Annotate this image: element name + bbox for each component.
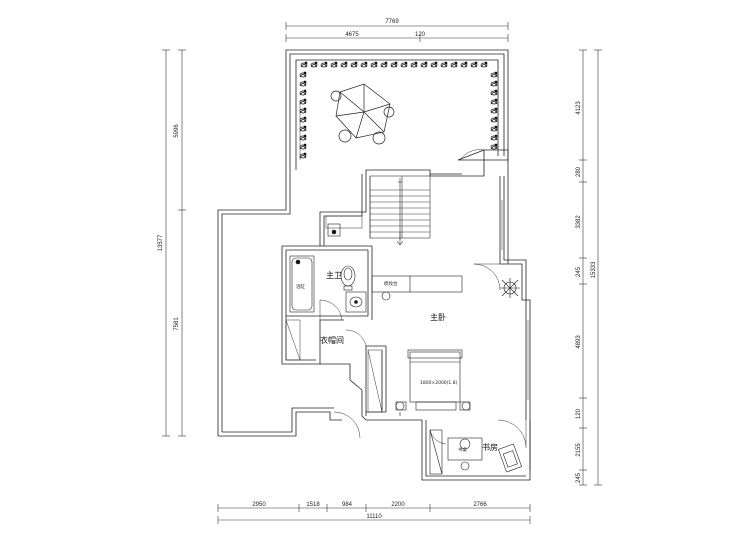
planter-icon bbox=[300, 61, 308, 68]
dim-left-lower: 7581 bbox=[174, 317, 180, 331]
planter-icon bbox=[299, 134, 307, 141]
dim-right-6: 120 bbox=[576, 408, 582, 419]
dim-bottom-total: 11110 bbox=[366, 514, 382, 520]
planter-icon bbox=[480, 61, 488, 68]
planter-icon bbox=[490, 116, 498, 123]
dim-bottom-3: 984 bbox=[342, 502, 353, 508]
planter-icon bbox=[299, 152, 307, 159]
terrace-umbrella-set bbox=[330, 83, 395, 145]
planter-icon bbox=[490, 125, 498, 132]
dim-right-1: 4123 bbox=[576, 101, 582, 115]
bathtub-label: 浴缸 bbox=[296, 283, 305, 290]
closet-wardrobes bbox=[285, 215, 383, 413]
study-furniture bbox=[429, 429, 523, 475]
room-label-master-bedroom: 主卧 bbox=[430, 312, 446, 322]
planter-icon bbox=[340, 61, 348, 68]
planter-icon bbox=[350, 61, 358, 68]
planter-icon bbox=[490, 134, 498, 141]
planter-icon bbox=[460, 61, 468, 68]
dim-bottom-5: 2766 bbox=[473, 502, 487, 508]
walls bbox=[217, 49, 531, 481]
planter-icon bbox=[299, 80, 307, 87]
bed-label: 1800×2000(1.8) bbox=[420, 380, 458, 386]
dim-top-left: 4675 bbox=[345, 32, 359, 38]
planter-icon bbox=[440, 61, 448, 68]
planter-icon bbox=[320, 61, 328, 68]
planter-icon bbox=[470, 61, 478, 68]
planter-icon bbox=[490, 89, 498, 96]
terrace-planters bbox=[299, 61, 498, 159]
right-dimension-lines bbox=[579, 49, 602, 486]
dim-bottom-1: 2950 bbox=[252, 502, 266, 508]
planter-icon bbox=[299, 143, 307, 150]
planter-icon bbox=[400, 61, 408, 68]
planter-icon bbox=[299, 125, 307, 132]
dim-left-total: 13577 bbox=[158, 234, 164, 251]
planter-icon bbox=[299, 89, 307, 96]
planter-icon bbox=[299, 107, 307, 114]
dim-right-5: 4893 bbox=[576, 335, 582, 349]
planter-icon bbox=[360, 61, 368, 68]
planter-icon bbox=[490, 98, 498, 105]
planter-icon bbox=[490, 71, 498, 78]
dim-right-7: 2155 bbox=[576, 443, 582, 457]
bathroom-fixtures bbox=[289, 223, 367, 313]
planter-icon bbox=[330, 61, 338, 68]
dim-right-total: 15333 bbox=[591, 261, 597, 278]
dim-top-total: 7769 bbox=[385, 19, 399, 25]
dim-left-upper: 5996 bbox=[174, 124, 180, 138]
planter-icon bbox=[490, 107, 498, 114]
room-label-study: 书房 bbox=[482, 442, 498, 452]
bedroom-furniture bbox=[371, 275, 471, 416]
planter-icon bbox=[450, 61, 458, 68]
left-dimension-lines bbox=[162, 49, 186, 437]
dim-bottom-4: 2200 bbox=[391, 502, 405, 508]
top-dimension-lines bbox=[285, 22, 509, 42]
dim-right-2: 280 bbox=[576, 166, 582, 177]
staircase bbox=[369, 175, 431, 246]
planter-icon bbox=[299, 98, 307, 105]
planter-icon bbox=[299, 116, 307, 123]
planter-icon bbox=[490, 143, 498, 150]
planter-icon bbox=[310, 61, 318, 68]
plant-icon bbox=[500, 278, 520, 298]
desk-tag: 书桌 bbox=[458, 446, 467, 453]
room-label-walk-in-closet: 衣帽间 bbox=[320, 335, 344, 345]
dim-top-right: 120 bbox=[415, 32, 426, 38]
dim-bottom-2: 1518 bbox=[306, 502, 320, 508]
dresser-tag: 梳妆台 bbox=[384, 280, 398, 287]
dim-right-3: 3382 bbox=[576, 215, 582, 229]
planter-icon bbox=[430, 61, 438, 68]
dim-right-4: 245 bbox=[576, 266, 582, 277]
dim-right-8: 245 bbox=[576, 472, 582, 483]
bottom-dimension-lines bbox=[217, 504, 531, 524]
planter-icon bbox=[390, 61, 398, 68]
planter-icon bbox=[299, 71, 307, 78]
planter-icon bbox=[490, 80, 498, 87]
planter-icon bbox=[420, 61, 428, 68]
doors bbox=[319, 149, 527, 448]
room-label-master-bath: 主卫 bbox=[326, 270, 342, 280]
planter-icon bbox=[410, 61, 418, 68]
windows bbox=[299, 100, 529, 400]
planter-icon bbox=[380, 61, 388, 68]
planter-icon bbox=[370, 61, 378, 68]
